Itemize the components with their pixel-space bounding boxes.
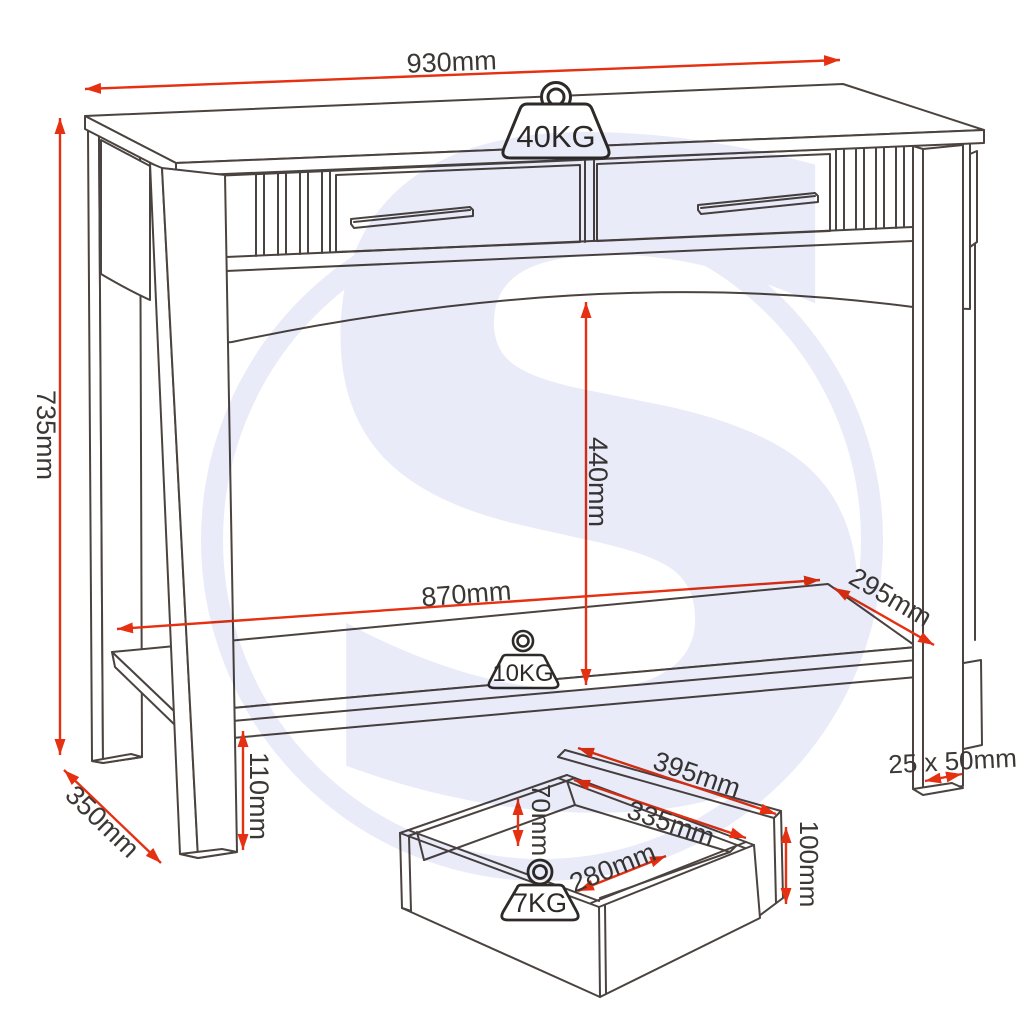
dim-shelf-floor-gap: 110mm — [237, 731, 274, 850]
dim-table-height-label: 735mm — [31, 390, 61, 480]
right-slats — [835, 146, 905, 231]
dim-shelf-floor-gap-label: 110mm — [244, 752, 274, 840]
dim-drawer-inner-height-label: 70mm — [526, 784, 556, 856]
dim-drawer-inner-height: 70mm — [512, 784, 556, 856]
dim-shelf-width-label: 870mm — [420, 576, 512, 613]
top-capacity-label: 40KG — [516, 119, 595, 154]
dim-table-width-label: 930mm — [406, 45, 497, 79]
dim-shelf-width: 870mm — [116, 576, 821, 634]
dim-under-clearance-label: 440mm — [583, 437, 613, 527]
dim-leg-section: 25 x 50mm — [888, 743, 1018, 784]
watermark-ring — [201, 199, 883, 881]
left-side-apron — [100, 139, 151, 301]
dim-leg-section-label: 25 x 50mm — [888, 743, 1018, 780]
top-capacity-weight-icon: 40KG — [501, 81, 611, 160]
front-band — [189, 142, 971, 347]
console-table-drawing — [84, 83, 985, 859]
left-slats — [255, 170, 331, 257]
dim-table-depth-label: 350mm — [59, 779, 145, 863]
shelf-capacity-label: 10KG — [492, 660, 553, 687]
dim-drawer-front-height-label: 100mm — [794, 821, 824, 908]
dim-drawer-front-height: 100mm — [780, 821, 824, 908]
dim-table-width: 930mm — [84, 45, 841, 94]
watermark-letter: S — [276, 0, 924, 1013]
brand-watermark: S — [201, 0, 924, 1013]
shelf-capacity-weight-icon: 10KG — [487, 629, 560, 690]
dim-table-depth: 350mm — [59, 769, 162, 864]
drawer-capacity-label: 7KG — [513, 888, 567, 918]
dim-table-height: 735mm — [31, 118, 66, 755]
right-drawer-front — [596, 153, 831, 242]
